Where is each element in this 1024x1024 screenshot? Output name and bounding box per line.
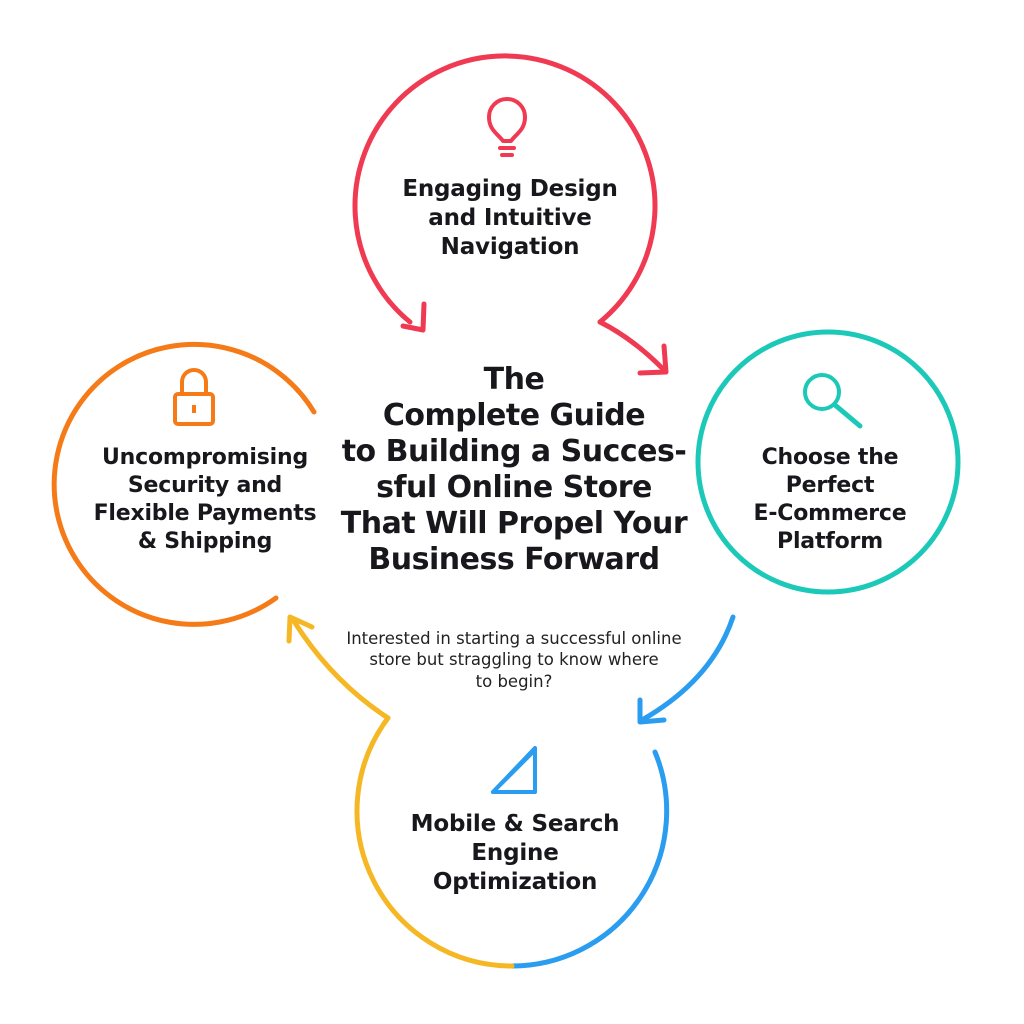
left-loop-arc [51,341,317,627]
step-label-line: Perfect [785,472,875,498]
step-label-line: Flexible Payments [93,500,317,526]
right-bottom-connector [639,614,736,723]
step-label-right: Choose the Perfect E-Commerce Platform [715,444,945,556]
lightbulb-icon [487,97,527,157]
step-label-top: Engaging Design and Intuitive Navigation [390,175,630,263]
title-line: to Building a Succes- [341,434,687,469]
step-label-line: Uncompromising [101,445,309,470]
step-label-line: Optimization [432,869,598,896]
step-label-line: Engaging Design [402,176,618,202]
title-line: The [483,362,545,397]
bottom-left-connector [289,615,391,721]
step-label-line: Mobile & Search [410,811,620,837]
step-label-line: and Intuitive [428,205,592,232]
step-label-bottom: Mobile & Search Engine Optimization [395,810,635,898]
subtitle-line: Interested in starting a successful onli… [346,629,682,648]
title-line: That Will Propel Your [340,506,688,541]
title-line: Complete Guide [382,398,646,433]
center-subtitle: Interested in starting a successful onli… [322,628,706,692]
center-title: The Complete Guide to Building a Succes-… [322,362,706,578]
top-loop-connector-right [597,319,665,371]
step-label-line: Platform [777,528,883,554]
step-label-line: E-Commerce [753,500,907,526]
step-label-line: Choose the [761,445,899,470]
title-line: sful Online Store [376,470,652,505]
title-line: Business Forward [368,542,660,577]
padlock-icon [173,368,215,426]
step-label-line: & Shipping [137,528,273,554]
top-loop-arc [352,53,658,325]
subtitle-line: store but straggling to know where [369,650,659,670]
step-label-line: Engine [471,840,559,867]
top-loop-arrow-left [400,301,427,333]
right-step-circle [695,329,961,595]
step-label-line: Navigation [440,234,580,261]
growth-arrow-icon [491,746,537,794]
step-label-left: Uncompromising Security and Flexible Pay… [70,444,340,556]
bottom-loop-arc-yellow [354,715,515,969]
subtitle-line: to begin? [475,671,553,691]
step-label-line: Security and [127,472,283,498]
top-loop-arrow-right [637,343,669,376]
bottom-left-arrow [286,614,315,644]
magnifier-icon [803,373,863,429]
bottom-loop-arc-blue [509,749,670,969]
right-bottom-arrow [637,697,667,725]
